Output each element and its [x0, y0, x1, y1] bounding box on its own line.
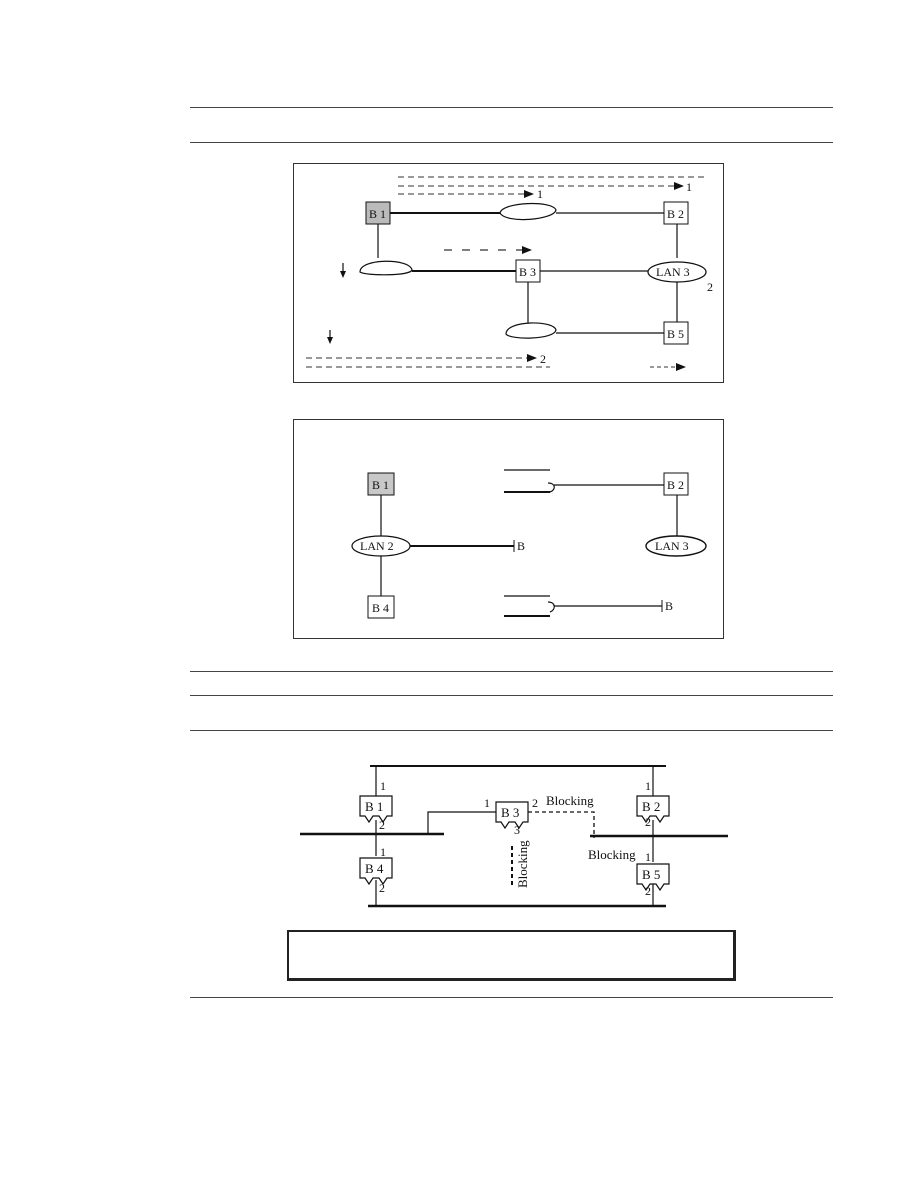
lan3-label: LAN 3	[656, 265, 690, 279]
lan3-label: LAN 3	[655, 539, 689, 553]
bridge-b4	[367, 595, 395, 619]
bridge-b1-label: B 1	[365, 799, 383, 814]
bridge-b2-label: B 2	[667, 478, 684, 492]
bridge-b2-label: B 2	[642, 799, 660, 814]
blocking-label: Blocking	[546, 793, 594, 808]
bridge-b5	[636, 863, 670, 892]
path-label-2b: 2	[707, 280, 713, 294]
port-label: 2	[379, 818, 385, 832]
bridge-b1-label: B 1	[372, 478, 389, 492]
bridge-b2-label: B 2	[667, 207, 684, 221]
bridge-b2	[663, 201, 689, 225]
path-label-1b: 1	[686, 180, 692, 194]
port-label: 1	[484, 796, 490, 810]
bridge-b5-label: B 5	[667, 327, 684, 341]
bridge-b1-label: B 1	[369, 207, 386, 221]
bridge-b4	[359, 857, 393, 886]
bridge-truncated-label: B	[665, 599, 673, 613]
bridge-b3-label: B 3	[501, 805, 519, 820]
bridge-b3	[495, 801, 529, 830]
bridge-b2	[636, 795, 670, 824]
figure2-panel: B 1 B 2 LAN 2 B LAN 3 B 4 B	[293, 419, 724, 639]
rule-mid-1	[190, 671, 833, 672]
lan3-ellipse	[645, 535, 707, 557]
path-label-1a: 1	[537, 187, 543, 201]
figure3-area: B 1 1 2 B 4 1 2 B 3 1 2 3 Blocking Block…	[290, 760, 730, 912]
port-label: 1	[645, 850, 651, 864]
port-label: 2	[379, 881, 385, 895]
caption-box	[287, 930, 736, 981]
arrowhead	[527, 354, 537, 362]
path-label-2a: 2	[540, 352, 546, 366]
figure1-diagram: 1 1 B 1 B 2 B 3 LAN 3 2	[306, 176, 713, 371]
bridge-b2	[663, 472, 689, 496]
blocking-label: Blocking	[515, 840, 530, 888]
lan-ellipse	[359, 260, 413, 276]
lan-end	[547, 601, 555, 613]
figure3-diagram: B 1 1 2 B 4 1 2 B 3 1 2 3 Blocking Block…	[300, 765, 728, 908]
arrowhead	[674, 182, 684, 190]
arrowhead	[524, 190, 534, 198]
lan2-label: LAN 2	[360, 539, 394, 553]
bridge-b5-label: B 5	[642, 867, 660, 882]
lan-ellipse	[499, 202, 557, 221]
bridge-b1	[359, 795, 393, 824]
figure1-panel: 1 1 B 1 B 2 B 3 LAN 3 2	[293, 163, 724, 383]
bridge-b5	[663, 321, 689, 345]
arrowhead	[327, 337, 333, 344]
port-label: 2	[645, 815, 651, 829]
port-label: 1	[645, 779, 651, 793]
arrowhead	[522, 246, 532, 254]
blocking-label: Blocking	[588, 847, 636, 862]
figure2-diagram: B 1 B 2 LAN 2 B LAN 3 B 4 B	[351, 469, 707, 619]
link	[427, 811, 496, 834]
rule-bottom	[190, 997, 833, 998]
blocked-link	[528, 811, 595, 838]
port-label: 2	[645, 884, 651, 898]
rule-mid-3	[190, 730, 833, 731]
bridge-b4-label: B 4	[365, 861, 384, 876]
bridge-b3-label: B 3	[519, 265, 536, 279]
port-label: 1	[380, 845, 386, 859]
bridge-b4-label: B 4	[372, 601, 389, 615]
port-label: 1	[380, 779, 386, 793]
rule-top	[190, 107, 833, 108]
bridge-truncated-label: B	[517, 539, 525, 553]
rule-mid-2	[190, 695, 833, 696]
arrowhead	[676, 363, 686, 371]
port-label: 3	[514, 823, 520, 837]
rule-top-2	[190, 142, 833, 143]
lan-ellipse	[505, 322, 557, 339]
arrowhead	[340, 271, 346, 278]
port-label: 2	[532, 796, 538, 810]
lan-end	[547, 482, 555, 493]
